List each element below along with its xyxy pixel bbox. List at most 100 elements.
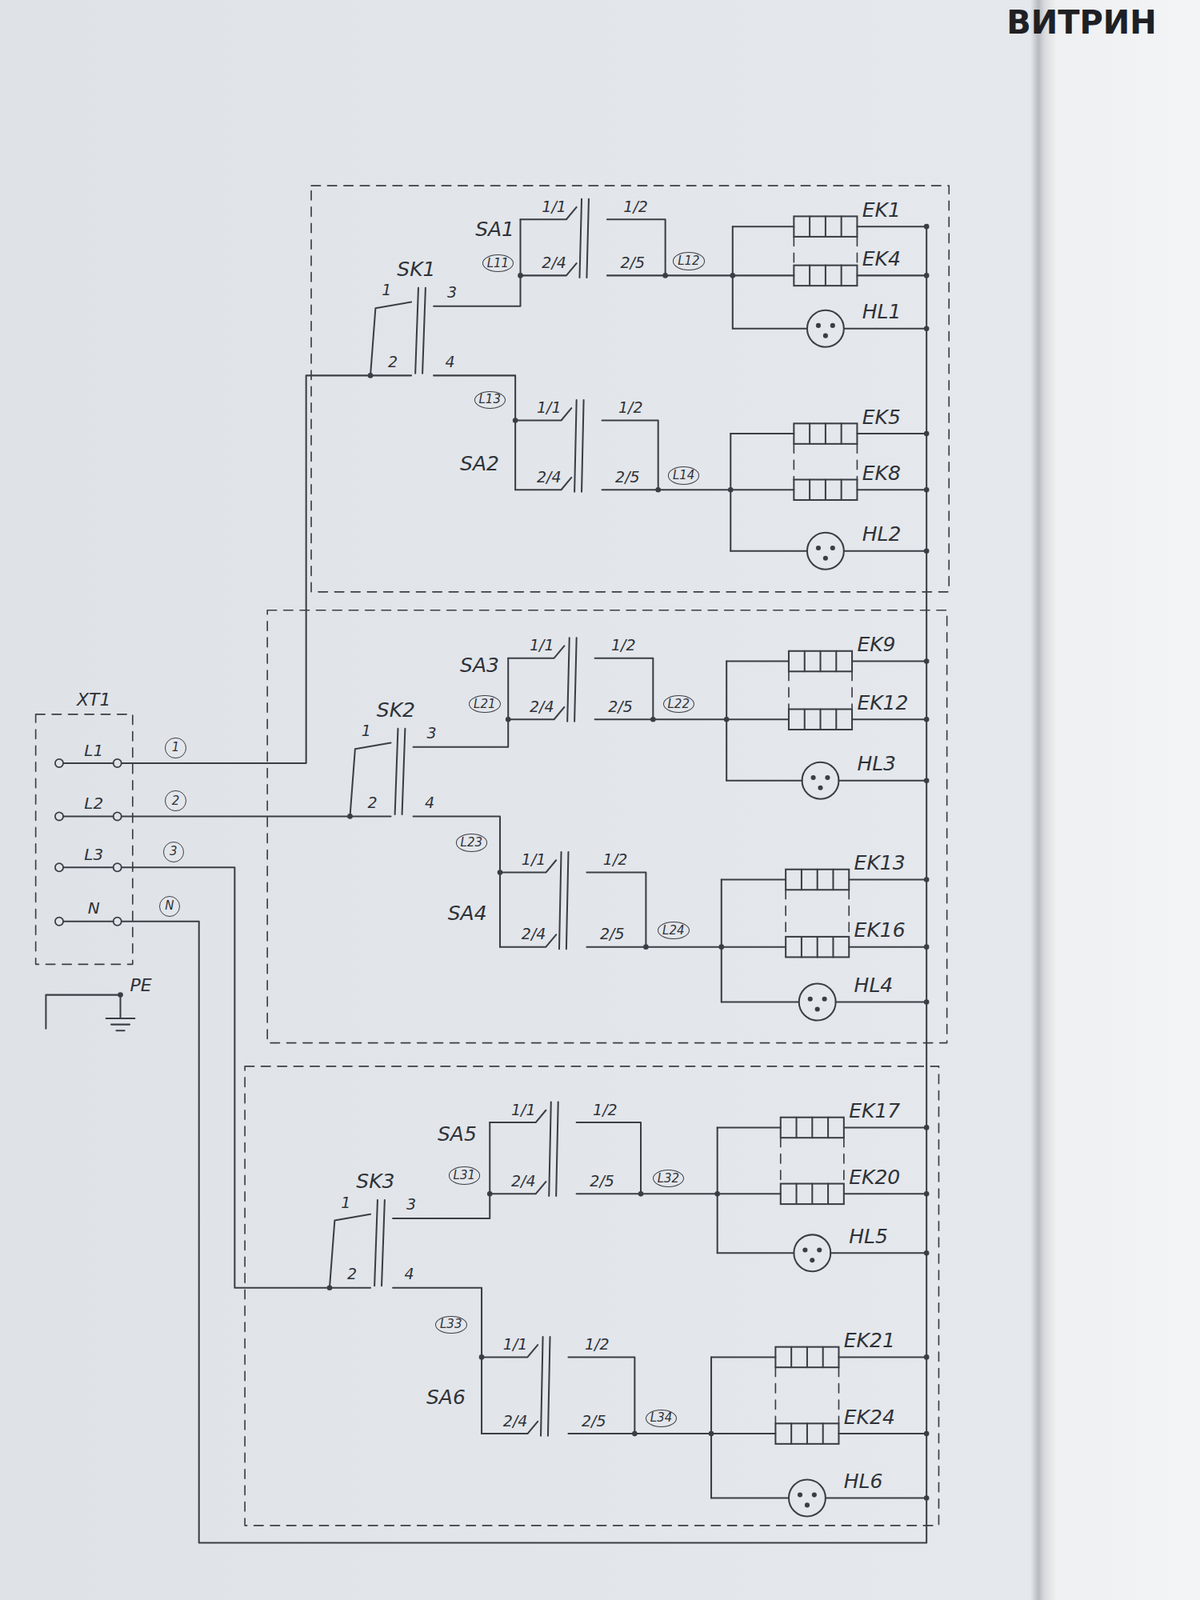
wire bbox=[848, 946, 927, 948]
wire-marker: L24 bbox=[657, 921, 690, 940]
wire bbox=[732, 225, 795, 228]
wire-marker: N bbox=[159, 896, 180, 917]
lamp-symbol bbox=[793, 1234, 831, 1272]
heater-symbol bbox=[809, 423, 842, 444]
enclosure-dashed bbox=[267, 610, 947, 1044]
wire bbox=[711, 1356, 776, 1358]
wire bbox=[640, 1192, 718, 1195]
wire bbox=[836, 1001, 928, 1004]
heater-symbol bbox=[788, 651, 852, 672]
junction-dot bbox=[512, 417, 519, 424]
pin-number: 2 bbox=[368, 793, 378, 811]
switch-bar bbox=[548, 1336, 551, 1436]
contact-number: 1/2 bbox=[584, 1335, 610, 1352]
pin-number: 2 bbox=[388, 352, 398, 370]
heater-dashed bbox=[793, 236, 857, 266]
wire bbox=[856, 488, 927, 491]
thermostat-name: SK2 bbox=[376, 699, 416, 722]
heater-dashed bbox=[793, 444, 857, 480]
wire-marker: L12 bbox=[672, 252, 705, 270]
terminal-ring bbox=[113, 812, 122, 820]
marker-text: L14 bbox=[672, 468, 695, 483]
heater-symbol bbox=[801, 869, 834, 891]
marker-text: L21 bbox=[473, 697, 496, 712]
switch-bar bbox=[556, 1102, 559, 1196]
lamp-symbol bbox=[804, 1502, 810, 1508]
ground-symbol bbox=[106, 1018, 136, 1031]
heater-dashed bbox=[785, 889, 849, 937]
wire bbox=[844, 550, 927, 552]
terminal-ring bbox=[55, 917, 64, 926]
switch-contact bbox=[607, 219, 666, 276]
pin-number: 1 bbox=[381, 281, 392, 299]
switch-contact bbox=[595, 658, 654, 720]
terminal-link bbox=[63, 866, 114, 868]
switch-wire bbox=[514, 420, 516, 491]
enclosure-dashed bbox=[244, 1066, 939, 1526]
wire bbox=[729, 433, 732, 552]
switch-contact bbox=[586, 872, 646, 948]
junction-dot bbox=[924, 1431, 930, 1437]
junction-dot bbox=[662, 272, 668, 279]
junction-dot bbox=[924, 548, 930, 554]
thermostat-name: SK3 bbox=[356, 1170, 395, 1193]
wire bbox=[848, 878, 927, 880]
wire-marker: L31 bbox=[448, 1166, 481, 1184]
heater-symbol bbox=[785, 936, 849, 958]
wire bbox=[838, 780, 927, 782]
junction-dot bbox=[117, 992, 124, 998]
wire-marker: L32 bbox=[652, 1169, 685, 1188]
wire-marker: 1 bbox=[164, 737, 186, 759]
wire bbox=[710, 1356, 712, 1498]
lamp-symbol bbox=[809, 1257, 815, 1263]
switch-name: SA2 bbox=[460, 453, 500, 476]
wire bbox=[838, 1432, 927, 1435]
terminal-ring bbox=[113, 863, 122, 872]
heater-symbol bbox=[801, 936, 834, 958]
contact-number: 1/2 bbox=[611, 636, 636, 654]
contact-number: 1/1 bbox=[541, 197, 567, 215]
wire bbox=[856, 274, 927, 276]
heater-name: EK9 bbox=[856, 633, 896, 656]
junction-dot bbox=[924, 1250, 930, 1256]
contact-number: 1/1 bbox=[529, 636, 555, 654]
wire bbox=[433, 275, 520, 306]
contact-number: 2/4 bbox=[541, 253, 567, 271]
lamp-symbol bbox=[802, 1247, 808, 1252]
lamp-symbol bbox=[815, 1006, 820, 1012]
switch-name: SA6 bbox=[426, 1387, 466, 1410]
heater-symbol bbox=[793, 216, 857, 237]
pin-number: 4 bbox=[424, 793, 435, 811]
junction-dot bbox=[643, 944, 649, 950]
contact-number: 2/5 bbox=[615, 468, 640, 485]
lamp-name: HL4 bbox=[854, 974, 894, 997]
thermostat-bar bbox=[374, 1200, 378, 1286]
wire bbox=[717, 1252, 795, 1254]
heater-name: EK24 bbox=[844, 1406, 896, 1429]
heater-symbol bbox=[796, 1117, 829, 1139]
terminal-ring bbox=[113, 759, 122, 768]
lamp-name: HL5 bbox=[848, 1225, 888, 1248]
marker-text: L13 bbox=[479, 392, 501, 407]
marker-text: L23 bbox=[460, 836, 483, 850]
contact-number: 1/2 bbox=[618, 398, 644, 416]
wire bbox=[726, 780, 802, 782]
pin-number: 1 bbox=[340, 1193, 351, 1211]
heater-symbol bbox=[775, 1347, 839, 1368]
contact-number: 2/4 bbox=[521, 925, 547, 943]
switch-name: SA4 bbox=[448, 902, 488, 925]
switch-bar bbox=[548, 1102, 552, 1196]
heater-symbol bbox=[775, 1423, 839, 1444]
lamp-symbol bbox=[822, 996, 828, 1002]
wire bbox=[717, 1192, 781, 1195]
lamp-name: HL2 bbox=[862, 524, 902, 547]
terminal-ring bbox=[55, 863, 64, 872]
switch-bar bbox=[581, 400, 584, 492]
junction-dot bbox=[924, 999, 930, 1005]
junction-dot bbox=[497, 869, 504, 876]
heater-name: EK17 bbox=[848, 1100, 900, 1123]
pin-number: 3 bbox=[406, 1196, 416, 1213]
wire-marker: L11 bbox=[482, 254, 515, 272]
wire bbox=[730, 432, 794, 435]
switch-bar bbox=[540, 1336, 544, 1436]
